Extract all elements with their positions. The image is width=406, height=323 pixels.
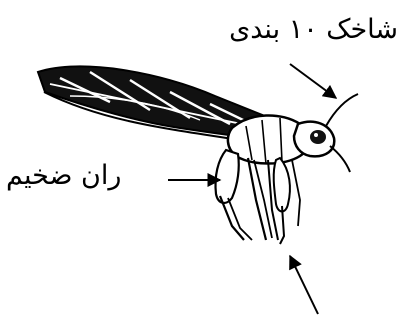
eye bbox=[310, 130, 326, 144]
femur-label: ران ضخیم bbox=[6, 160, 121, 191]
head bbox=[294, 122, 334, 157]
leg-arrow bbox=[290, 256, 318, 314]
antenna-label: شاخک ۱۰ بندی bbox=[229, 14, 398, 45]
antenna-arrow bbox=[290, 64, 336, 98]
